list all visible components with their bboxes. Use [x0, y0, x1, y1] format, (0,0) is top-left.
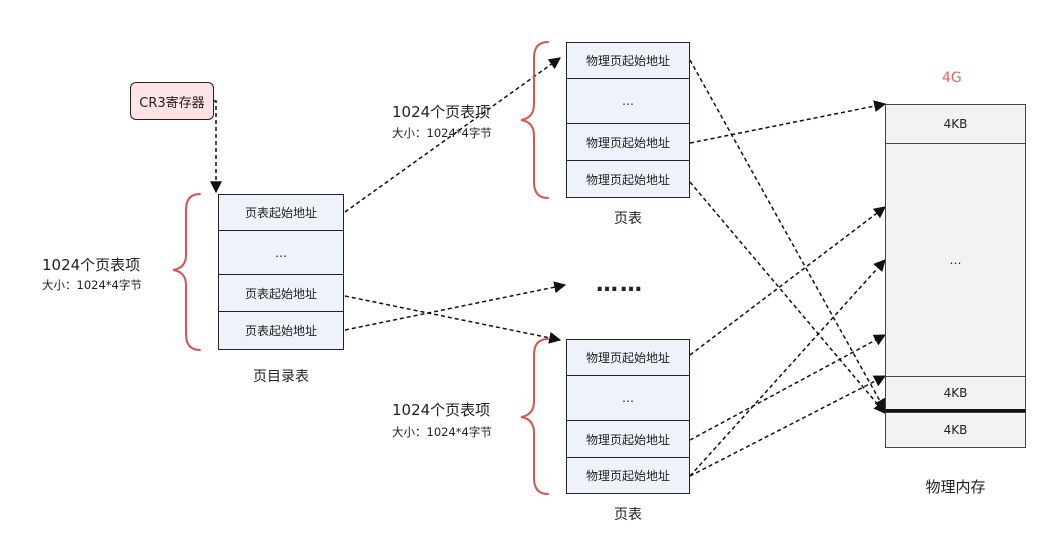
brace-directory — [172, 193, 201, 351]
page-table-entry: 物理页起始地址 — [566, 420, 690, 458]
arrow-dir-to-bottom-table — [344, 295, 562, 344]
directory-entry: 页表起始地址 — [218, 274, 344, 312]
page-table-entry: 物理页起始地址 — [566, 42, 690, 79]
physical-memory: 4KB … 4KB 4KB — [885, 104, 1026, 448]
page-table-bottom: 物理页起始地址 … 物理页起始地址 物理页起始地址 — [566, 339, 690, 494]
page-table-entry-ellipsis: … — [566, 78, 690, 124]
memory-block-ellipsis: … — [885, 143, 1026, 377]
page-table-top: 物理页起始地址 … 物理页起始地址 物理页起始地址 — [566, 42, 690, 198]
arrow-top-r2 — [689, 100, 887, 144]
directory-count-size: 大小：1024*4字节 — [42, 278, 142, 292]
top-count-title: 1024个页表项 — [392, 103, 491, 121]
middle-ellipsis: …… — [596, 272, 644, 297]
arrow-bot-r0 — [689, 206, 886, 356]
page-table-entry: 物理页起始地址 — [566, 339, 690, 376]
arrow-bot-r3 — [689, 259, 886, 477]
arrow-top-r0 — [689, 59, 886, 412]
page-table-entry: 物理页起始地址 — [566, 457, 690, 494]
memory-block: 4KB — [885, 376, 1026, 412]
arrow-bot-r3b — [689, 375, 887, 477]
directory-count-title: 1024个页表项 — [42, 256, 141, 274]
page-table-top-caption: 页表 — [614, 211, 642, 227]
top-count-size: 大小：1024*4字节 — [392, 126, 492, 140]
page-table-entry: 物理页起始地址 — [566, 160, 690, 198]
directory-entry-ellipsis: … — [218, 230, 344, 275]
bottom-count-size: 大小：1024*4字节 — [392, 425, 492, 439]
page-table-entry-ellipsis: … — [566, 375, 690, 421]
memory-block: 4KB — [885, 104, 1026, 144]
arrow-dir-to-ellipsis — [344, 281, 567, 331]
cr3-register-label: CR3寄存器 — [139, 95, 205, 111]
bottom-count-title: 1024个页表项 — [392, 401, 491, 419]
memory-block: 4KB — [885, 412, 1026, 448]
arrow-cr3-to-directory — [210, 100, 222, 194]
directory-entry: 页表起始地址 — [218, 311, 344, 350]
brace-bottom-table — [520, 338, 549, 495]
page-directory-caption: 页目录表 — [253, 369, 309, 385]
arrow-top-r3 — [689, 181, 886, 414]
page-table-entry: 物理页起始地址 — [566, 123, 690, 161]
page-table-bottom-caption: 页表 — [614, 507, 642, 523]
directory-entry: 页表起始地址 — [218, 194, 344, 231]
memory-top-label: 4G — [942, 70, 962, 86]
arrow-bot-r2 — [689, 334, 887, 441]
page-directory-table: 页表起始地址 … 页表起始地址 页表起始地址 — [218, 194, 344, 350]
brace-top-table — [520, 41, 549, 199]
cr3-register: CR3寄存器 — [130, 82, 214, 120]
physical-memory-caption: 物理内存 — [925, 478, 986, 496]
